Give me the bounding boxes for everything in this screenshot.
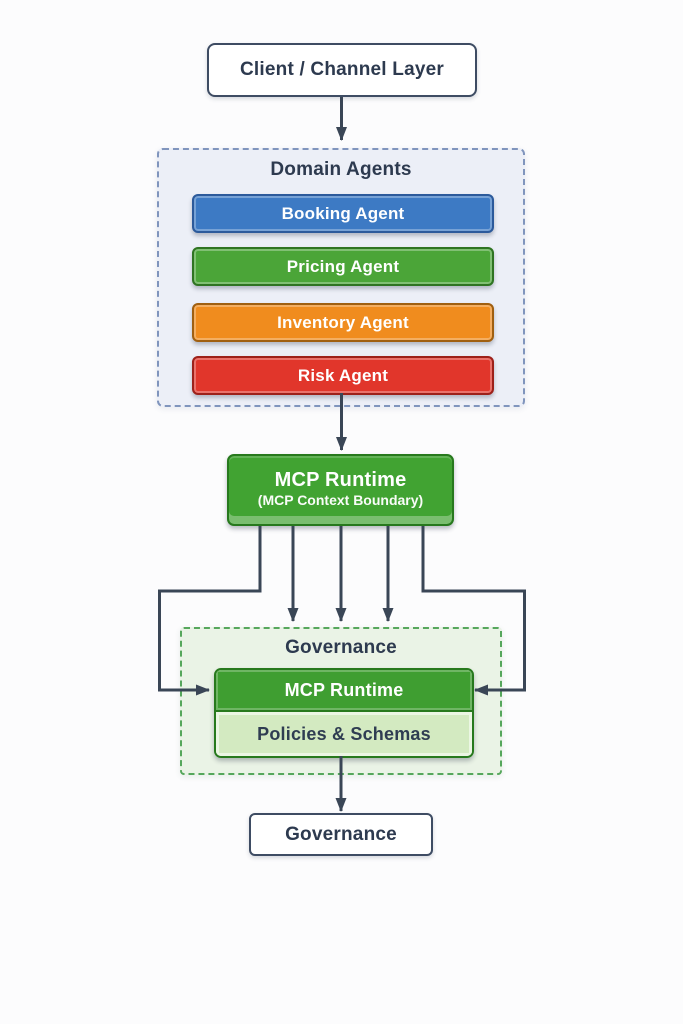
mcp-runtime-title: MCP Runtime: [274, 468, 407, 491]
governance-container: Governance MCP Runtime Policies & Schema…: [180, 627, 502, 775]
governance-mcp-runtime-label: MCP Runtime: [284, 679, 404, 700]
governance-title: Governance: [285, 637, 397, 658]
pricing-agent-node: Pricing Agent: [192, 247, 494, 286]
booking-agent-label: Booking Agent: [281, 203, 405, 223]
client-channel-layer-node: Client / Channel Layer: [207, 43, 477, 97]
client-channel-layer-label: Client / Channel Layer: [240, 59, 444, 80]
governance-output-label: Governance: [285, 823, 397, 845]
booking-agent-node: Booking Agent: [192, 194, 494, 233]
mcp-runtime-node: MCP Runtime (MCP Context Boundary): [227, 454, 454, 526]
domain-agents-container: Domain Agents Booking Agent Pricing Agen…: [157, 148, 525, 407]
inventory-agent-label: Inventory Agent: [277, 312, 409, 332]
mcp-context-boundary-subtitle: (MCP Context Boundary): [257, 491, 424, 508]
pricing-agent-label: Pricing Agent: [286, 256, 400, 276]
inventory-agent-node: Inventory Agent: [192, 303, 494, 342]
risk-agent-node: Risk Agent: [192, 356, 494, 395]
policies-schemas-label: Policies & Schemas: [257, 723, 431, 744]
domain-agents-title: Domain Agents: [270, 159, 412, 180]
policies-schemas-node: Policies & Schemas: [216, 712, 472, 756]
risk-agent-label: Risk Agent: [297, 365, 389, 385]
governance-stack: MCP Runtime Policies & Schemas: [214, 668, 474, 758]
governance-output-node: Governance: [249, 813, 433, 856]
governance-mcp-runtime-node: MCP Runtime: [216, 670, 472, 712]
